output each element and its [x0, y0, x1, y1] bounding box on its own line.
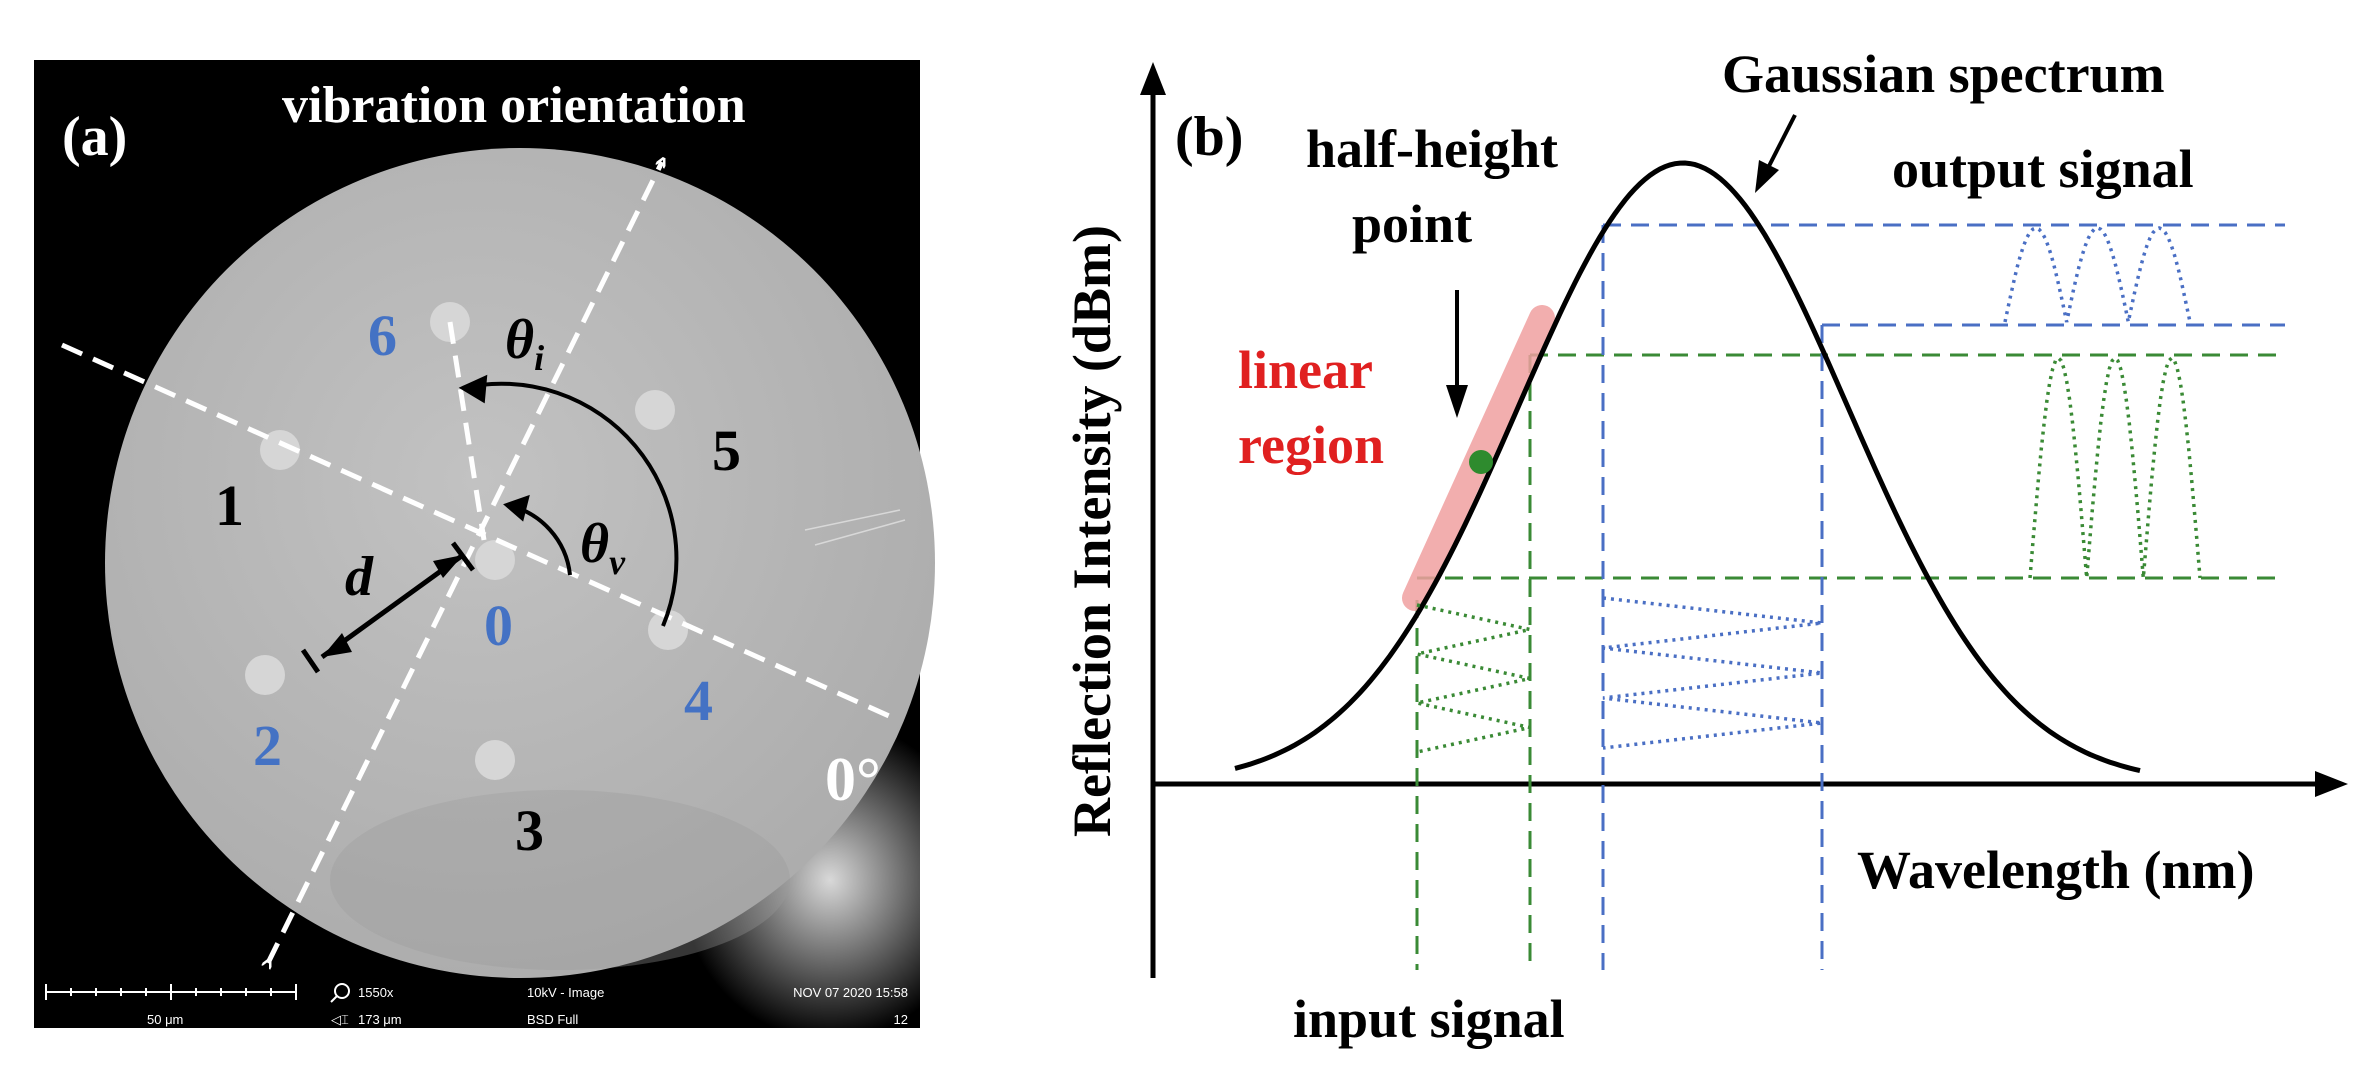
fiber-lower-shadow: [330, 790, 790, 970]
input-signal-label: input signal: [1293, 989, 1565, 1049]
theta-v-symbol: θv: [580, 513, 626, 582]
image-number: 12: [894, 1012, 908, 1027]
vibration-orientation-title: vibration orientation: [282, 77, 746, 134]
sem-info-bar: 50 μm 1550x ◁⌶ 173 μm 10kV - Image BSD F…: [45, 983, 908, 1027]
core-3: [475, 740, 515, 780]
x-axis-arrowhead: [2315, 771, 2348, 797]
half-height-label-line2: point: [1352, 194, 1472, 254]
core-label-6: 6: [368, 303, 397, 368]
input-signal-blue: [1602, 596, 1823, 750]
panel-b: (b) Gaussian spectrum output signal half…: [1062, 44, 2348, 1049]
x-axis-label: Wavelength (nm): [1857, 840, 2255, 900]
core-label-5: 5: [712, 418, 741, 483]
gaussian-spectrum-label: Gaussian spectrum: [1722, 44, 2165, 104]
panel-a-label: (a): [62, 106, 127, 168]
green-projection-lines: [1415, 353, 2285, 970]
magnify-icon: [330, 983, 350, 1003]
core-label-2: 2: [253, 713, 282, 778]
core-2: [245, 655, 285, 695]
axes: [1140, 62, 2348, 978]
magnification-value: 1550x: [358, 985, 394, 1000]
theta-v-arrowhead: [503, 494, 530, 522]
half-height-arrow: [1446, 290, 1468, 418]
core-label-1: 1: [215, 473, 244, 538]
theta-i-arrowhead: [458, 374, 488, 404]
surface-crack: [804, 509, 906, 546]
output-signal-label: output signal: [1892, 139, 2194, 199]
hfw-icon: ◁⌶: [331, 1012, 349, 1027]
blue-projection-lines: [1601, 223, 2285, 970]
detector-mode: BSD Full: [527, 1012, 578, 1027]
linear-region-label-line1: linear: [1238, 340, 1373, 400]
distance-symbol: d: [345, 546, 374, 608]
gaussian-label-arrow: [1755, 114, 1797, 193]
gaussian-curve: [1234, 160, 2141, 774]
y-axis-arrowhead: [1140, 62, 1166, 95]
theta-i-arc: [462, 381, 679, 627]
acquisition-date: NOV 07 2020 15:58: [793, 985, 908, 1000]
theta-i-symbol: θi: [505, 309, 544, 378]
panel-a: (a) vibration orientation 0 1 2 3 4 5 6 …: [34, 60, 980, 1040]
half-height-label-line1: half-height: [1306, 119, 1558, 179]
output-signal-blue: [2003, 226, 2192, 323]
core-label-3: 3: [515, 798, 544, 863]
core-label-0: 0: [484, 593, 513, 658]
panel-b-label: (b): [1175, 106, 1243, 168]
y-axis-label: Reflection Intensity (dBm): [1062, 225, 1122, 837]
beam-mode: 10kV - Image: [527, 985, 604, 1000]
zero-degree-label: 0°: [825, 746, 881, 814]
output-signal-green: [2028, 355, 2202, 579]
linear-region-label-line2: region: [1238, 415, 1384, 475]
hfw-value: 173 μm: [358, 1012, 402, 1027]
half-height-point: [1469, 450, 1493, 474]
distance-arrow: [300, 541, 476, 674]
angle-arcs: [458, 374, 679, 627]
core-6-direction: [447, 321, 487, 541]
input-signal-green: [1416, 603, 1531, 754]
scale-bar-label: 50 μm: [147, 1012, 183, 1027]
core-5: [635, 390, 675, 430]
core-label-4: 4: [684, 668, 713, 733]
